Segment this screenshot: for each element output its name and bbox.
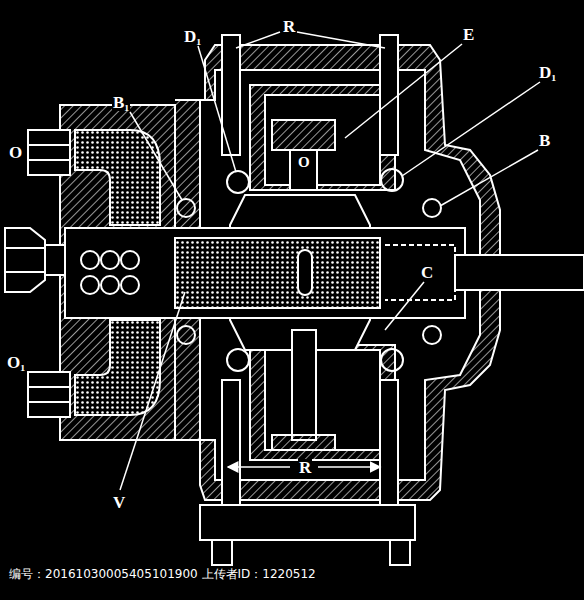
- dimension-label: R: [298, 459, 312, 476]
- watermark: 编号：20161030005405101900 上传者ID：1220512: [8, 568, 317, 580]
- part-label: C: [420, 264, 434, 281]
- part-label: D₁: [183, 28, 202, 45]
- part-label: B₁: [112, 94, 130, 111]
- part-label: V: [112, 494, 126, 511]
- part-label: R: [282, 18, 296, 35]
- part-label: O: [297, 155, 311, 170]
- part-label: D₁: [538, 64, 557, 81]
- part-label: E: [462, 26, 475, 43]
- part-label: B: [538, 132, 551, 149]
- port-label: O₁: [6, 354, 26, 371]
- port-label: O: [8, 144, 23, 161]
